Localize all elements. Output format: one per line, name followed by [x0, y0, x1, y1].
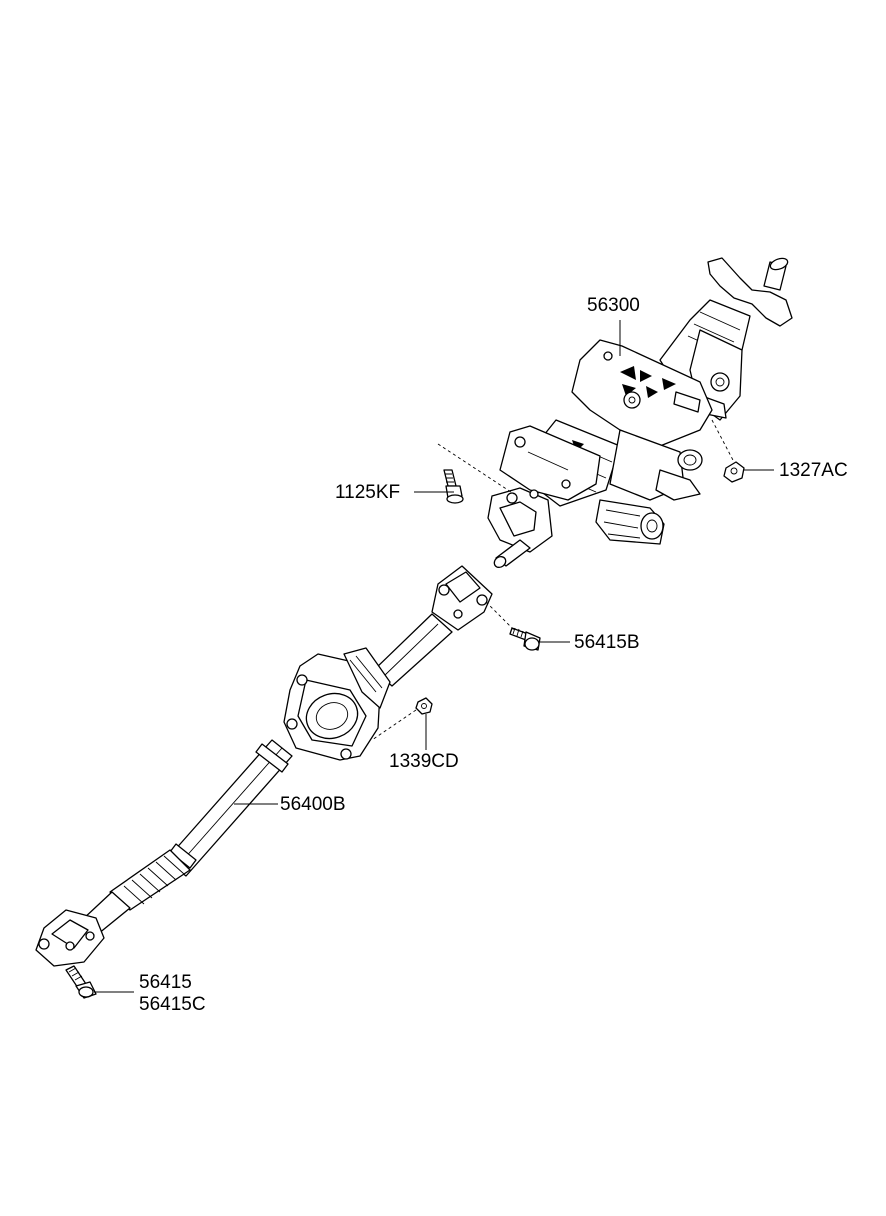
- part-label-56400b: 56400B: [280, 794, 346, 815]
- nut-1327ac-icon: [723, 461, 745, 483]
- bolt-56415b-icon: [509, 627, 541, 651]
- leader-lines: [94, 320, 774, 993]
- part-label-56415c: 56415C: [139, 994, 206, 1015]
- nut-1339cd-icon: [415, 697, 433, 715]
- part-label-1339cd: 1339CD: [389, 751, 459, 772]
- part-label-56415b: 56415B: [574, 632, 640, 653]
- part-label-1327ac: 1327AC: [779, 460, 848, 481]
- bolt-56415-icon: [65, 965, 97, 999]
- part-label-1125kf: 1125KF: [335, 482, 401, 503]
- bolt-1125kf-icon: [443, 469, 464, 504]
- intermediate-shaft-assembly: [35, 565, 493, 967]
- part-label-56300: 56300: [587, 295, 640, 316]
- part-label-56415: 56415: [139, 972, 192, 993]
- steering-column-assembly: [487, 257, 793, 568]
